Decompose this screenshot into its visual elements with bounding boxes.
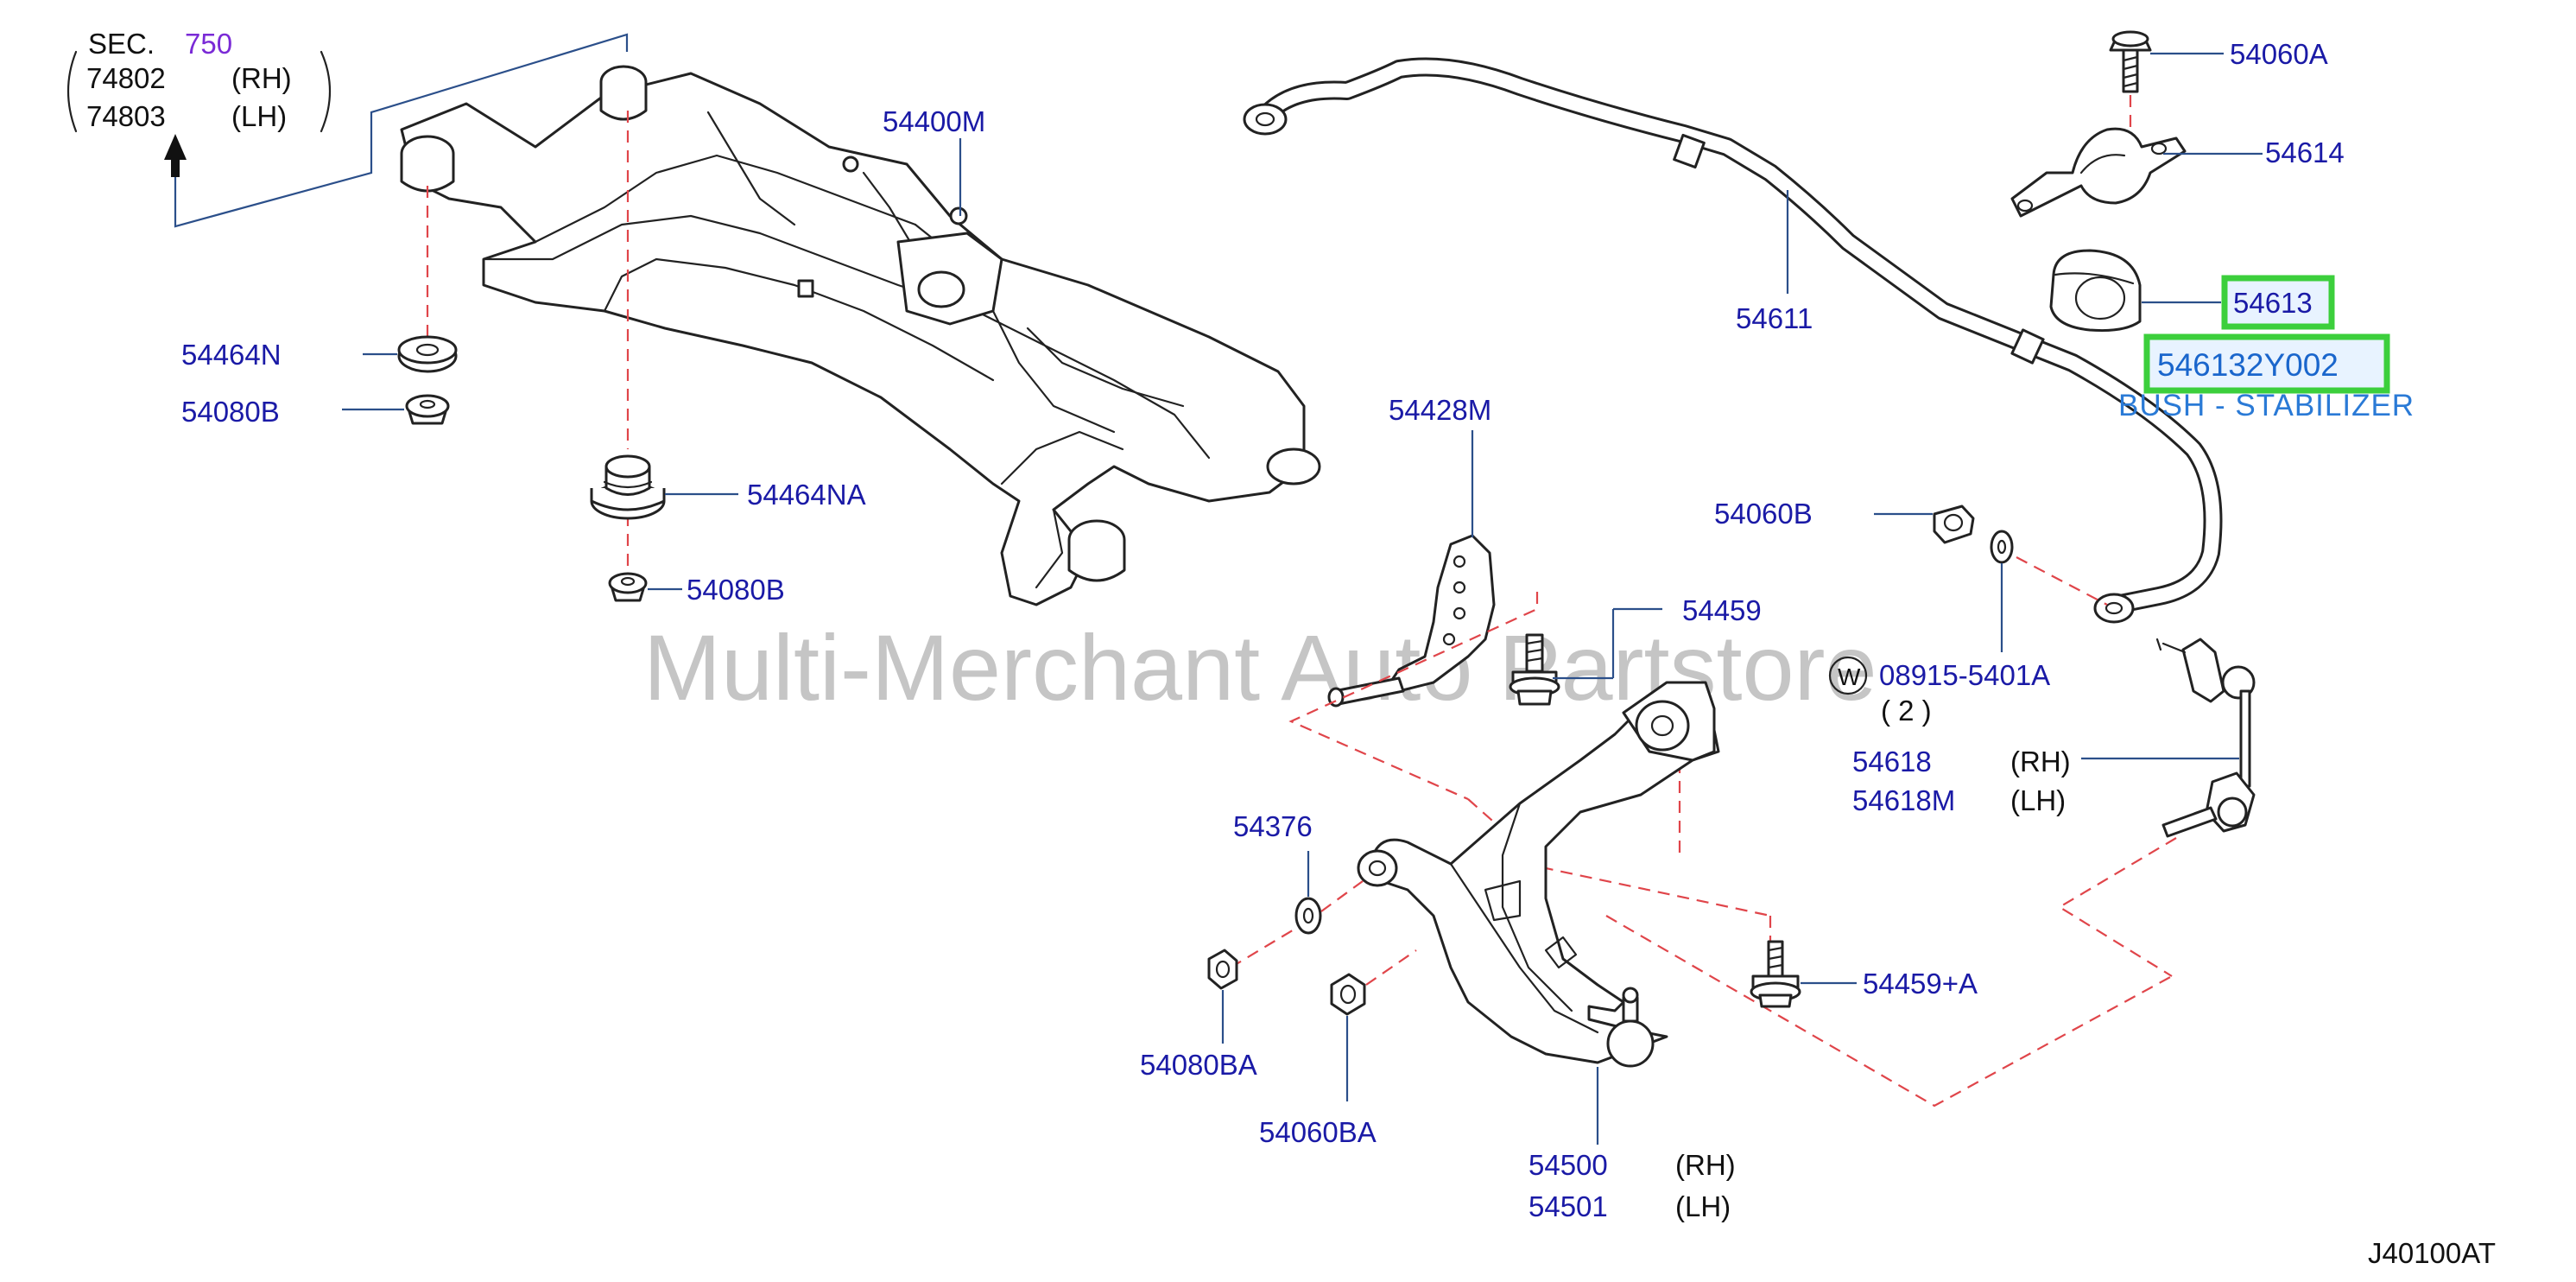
callout-54501-side: (LH) <box>1675 1190 1731 1222</box>
part-description: BUSH - STABILIZER <box>2118 389 2415 422</box>
part-54080B[interactable] <box>405 394 450 425</box>
washer-symbol-icon <box>1828 656 1868 695</box>
callout-54060A[interactable]: 54060A <box>2230 38 2328 70</box>
callout-54080BA[interactable]: 54080BA <box>1140 1049 1257 1081</box>
sec-lh-side: (LH) <box>231 100 287 132</box>
part-54060BA[interactable] <box>1330 973 1366 1016</box>
callout-54500-side: (RH) <box>1675 1149 1736 1181</box>
callout-54618-side: (RH) <box>2010 746 2071 777</box>
callout-54464N[interactable]: 54464N <box>181 339 282 371</box>
part-54080BA[interactable] <box>1207 949 1238 990</box>
callout-546132Y002[interactable]: 546132Y002 <box>2157 347 2339 383</box>
part-54613-bushing[interactable] <box>2049 249 2142 332</box>
part-54080B-lower[interactable] <box>608 572 648 602</box>
highlight-box-54613 <box>2221 275 2335 330</box>
section-reference: SEC. 750 74802 (RH) 74803 (LH) <box>66 28 629 228</box>
callout-54500[interactable]: 54500 <box>1529 1149 1608 1181</box>
callout-54080B[interactable]: 54080B <box>181 396 280 428</box>
qty-08915-5401A: ( 2 ) <box>1881 695 1932 727</box>
part-54464N[interactable] <box>397 335 458 373</box>
part-54060A[interactable] <box>2109 30 2152 93</box>
callout-54611[interactable]: 54611 <box>1736 302 1813 334</box>
callout-54376[interactable]: 54376 <box>1233 810 1313 842</box>
callout-54428M[interactable]: 54428M <box>1389 394 1491 426</box>
arrow-up-icon <box>164 134 187 177</box>
sec-label: SEC. <box>88 28 155 60</box>
control-arm-body <box>1371 694 1720 1064</box>
sec-rh-side: (RH) <box>231 62 292 94</box>
sec-leader <box>174 33 629 228</box>
callout-54464NA[interactable]: 54464NA <box>747 479 866 511</box>
callout-54618M-side: (LH) <box>2010 784 2066 816</box>
callout-54618M[interactable]: 54618M <box>1852 784 1955 816</box>
part-54464NA[interactable] <box>590 454 666 520</box>
callout-54614[interactable]: 54614 <box>2265 136 2345 168</box>
part-54459[interactable] <box>1509 633 1560 706</box>
callout-54459[interactable]: 54459 <box>1682 594 1762 626</box>
part-08915-5401A[interactable] <box>1990 530 2014 564</box>
sec-number-link[interactable]: 750 <box>185 28 232 60</box>
callout-54501[interactable]: 54501 <box>1529 1190 1608 1222</box>
sec-lh-part: 74803 <box>86 100 166 132</box>
callout-54080B-lower[interactable]: 54080B <box>687 574 785 606</box>
part-54376[interactable] <box>1294 897 1322 935</box>
part-54459A[interactable] <box>1750 940 1801 1008</box>
callout-54459A[interactable]: 54459+A <box>1863 968 1978 1000</box>
callout-54618[interactable]: 54618 <box>1852 746 1932 777</box>
callout-54060BA[interactable]: 54060BA <box>1259 1116 1377 1148</box>
stabilizer-bar[interactable] <box>1243 57 2223 624</box>
suspension-member[interactable] <box>400 65 1321 606</box>
washer-symbol: W <box>1838 663 1861 690</box>
highlight-box-546132Y002 <box>2143 333 2390 394</box>
lower-control-arm[interactable] <box>1357 681 1720 1068</box>
callout-54613[interactable]: 54613 <box>2233 287 2313 319</box>
sec-rh-part: 74802 <box>86 62 166 94</box>
part-54614[interactable] <box>2010 127 2187 218</box>
callout-08915-5401A[interactable]: 08915-5401A <box>1879 659 2050 691</box>
diagram-code: J40100AT <box>2368 1237 2496 1269</box>
part-54060B[interactable] <box>1933 505 1975 544</box>
crossmember-body <box>400 72 1306 606</box>
callout-54400M[interactable]: 54400M <box>883 105 985 137</box>
part-54428M[interactable] <box>1327 534 1496 708</box>
part-54618-link[interactable] <box>2155 638 2256 838</box>
callout-54060B[interactable]: 54060B <box>1714 498 1813 530</box>
